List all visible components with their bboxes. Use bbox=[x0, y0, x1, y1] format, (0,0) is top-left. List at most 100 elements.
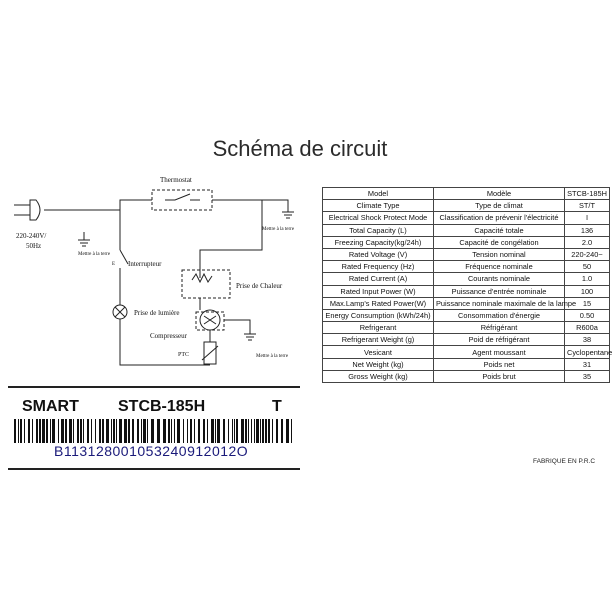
spec-cell: 2.0 bbox=[564, 235, 610, 249]
barcode-bar bbox=[73, 419, 74, 443]
supply-frequency: 50Hz bbox=[26, 242, 41, 250]
barcode-bar bbox=[151, 419, 154, 443]
spec-cell: Rated Current (A) bbox=[322, 272, 434, 286]
barcode-bar bbox=[77, 419, 79, 443]
barcode-bar bbox=[187, 419, 188, 443]
barcode-bar bbox=[28, 419, 30, 443]
barcode-bar bbox=[99, 419, 101, 443]
barcode-bar bbox=[194, 419, 195, 443]
spec-cell: 136 bbox=[564, 223, 610, 237]
spec-cell: Refrigerant Weight (g) bbox=[322, 333, 434, 347]
barcode-bar bbox=[241, 419, 244, 443]
spec-cell: Max.Lamp's Rated Power(W) bbox=[322, 296, 434, 310]
barcode-bar bbox=[102, 419, 104, 443]
label-top-rule bbox=[8, 386, 300, 388]
barcode-bar bbox=[83, 419, 84, 443]
spec-cell: Energy Consumption (kWh/24h) bbox=[322, 308, 434, 323]
supply-voltage: 220-240V/ bbox=[16, 232, 46, 240]
barcode-bar bbox=[14, 419, 16, 443]
barcode-bar bbox=[286, 419, 289, 443]
barcode-bar bbox=[58, 419, 59, 443]
barcode-bar bbox=[91, 419, 92, 443]
earth-right-top-label: Mettre à la terre bbox=[262, 227, 295, 232]
barcode-bar bbox=[211, 419, 214, 443]
spec-cell: ST/T bbox=[564, 199, 610, 213]
barcode-bar bbox=[141, 419, 142, 443]
barcode-bar bbox=[36, 419, 38, 443]
spec-cell: Rated Input Power (W) bbox=[322, 284, 434, 298]
barcode-bar bbox=[228, 419, 229, 443]
barcode-bar bbox=[217, 419, 220, 443]
barcode-bar bbox=[251, 419, 252, 443]
barcode-bar bbox=[132, 419, 134, 443]
spec-row: Freezing Capacity(kg/24h)Capacité de con… bbox=[322, 235, 610, 249]
spec-cell: Réfrigérant bbox=[433, 321, 565, 335]
barcode-bar bbox=[272, 419, 273, 443]
barcode-bar bbox=[61, 419, 64, 443]
barcode-bar bbox=[276, 419, 278, 443]
barcode-bar bbox=[174, 419, 175, 443]
spec-cell: Cyclopentane bbox=[564, 345, 612, 359]
switch-mark: E bbox=[112, 262, 115, 267]
barcode-bar bbox=[113, 419, 115, 443]
barcode-bar bbox=[177, 419, 180, 443]
spec-cell: Consommation d'énergie bbox=[433, 308, 565, 323]
barcode-bar bbox=[232, 419, 233, 443]
barcode-bar bbox=[39, 419, 41, 443]
barcode-bar bbox=[190, 419, 192, 443]
spec-cell: Net Weight (kg) bbox=[322, 357, 434, 371]
spec-cell: Rated Voltage (V) bbox=[322, 247, 434, 262]
barcode-bar bbox=[111, 419, 112, 443]
spec-cell: STCB-185H bbox=[564, 186, 610, 201]
spec-cell: Electrical Shock Protect Mode bbox=[322, 211, 434, 225]
ptc-label: PTC bbox=[178, 352, 189, 358]
barcode-bar bbox=[24, 419, 25, 443]
spec-row: Refrigerant Weight (g)Poid de réfrigéran… bbox=[322, 333, 610, 347]
spec-cell: Puissance nominale maximale de la lampe bbox=[433, 296, 576, 310]
spec-row: Rated Input Power (W)Puissance d'entrée … bbox=[322, 284, 610, 298]
barcode-bar bbox=[223, 419, 225, 443]
spec-cell: 0.50 bbox=[564, 308, 610, 323]
barcode-bar bbox=[18, 419, 19, 443]
barcode-bar bbox=[52, 419, 55, 443]
barcode-bar bbox=[254, 419, 255, 443]
spec-cell: 100 bbox=[564, 284, 610, 298]
spec-cell: Gross Weight (kg) bbox=[322, 369, 434, 384]
spec-cell: Modèle bbox=[433, 186, 565, 201]
barcode-bar bbox=[236, 419, 238, 443]
barcode-bar bbox=[20, 419, 22, 443]
thermostat-label: Thermostat bbox=[160, 176, 192, 184]
spec-cell: R600a bbox=[564, 321, 610, 335]
barcode-bar bbox=[163, 419, 166, 443]
spec-cell: Type de climat bbox=[433, 199, 565, 213]
spec-cell: Total Capacity (L) bbox=[322, 223, 434, 237]
barcode-bar bbox=[69, 419, 72, 443]
spec-cell: Model bbox=[322, 186, 434, 201]
barcode-bar bbox=[260, 419, 261, 443]
barcode-bar bbox=[265, 419, 267, 443]
barcode-bar bbox=[168, 419, 170, 443]
lamp-label: Prise de lumière bbox=[134, 309, 180, 317]
barcode-bar bbox=[183, 419, 184, 443]
spec-cell: Classification de prévenir l'électricité bbox=[433, 211, 565, 225]
barcode-bar bbox=[157, 419, 160, 443]
spec-cell: Capacité de congélation bbox=[433, 235, 565, 249]
barcode-bar bbox=[143, 419, 146, 443]
spec-cell: Vesicant bbox=[322, 345, 434, 359]
spec-cell: 31 bbox=[564, 357, 610, 371]
barcode-bar bbox=[65, 419, 67, 443]
page-title: Schéma de circuit bbox=[212, 136, 388, 161]
barcode-bar bbox=[32, 419, 33, 443]
barcode-bar bbox=[262, 419, 264, 443]
spec-cell: Puissance d'entrée nominale bbox=[433, 284, 565, 298]
barcode-bar bbox=[268, 419, 270, 443]
model-suffix: T bbox=[272, 398, 282, 415]
spec-cell: Poids brut bbox=[433, 369, 565, 384]
